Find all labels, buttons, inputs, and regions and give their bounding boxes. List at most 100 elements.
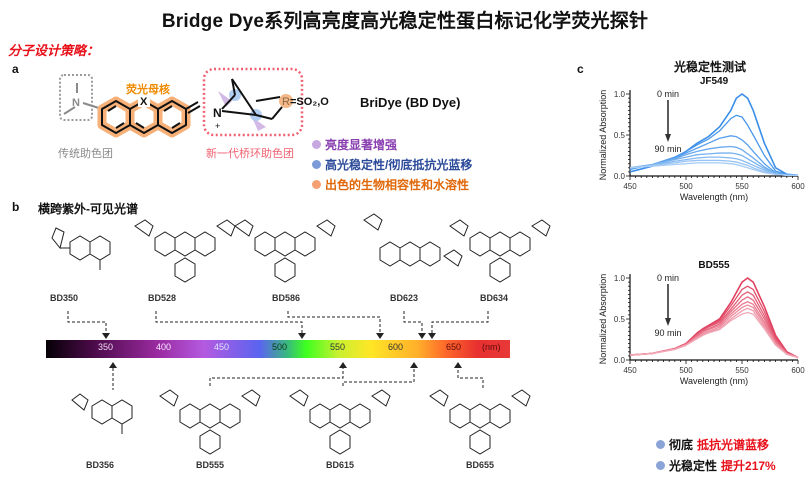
series-line — [629, 277, 799, 359]
connector-bd623 — [403, 311, 423, 333]
x-tick-label: 500 — [679, 366, 693, 375]
arrow-head-icon — [665, 134, 671, 142]
nitrogen-traditional: N — [72, 97, 80, 109]
bottom-connectors — [109, 362, 484, 390]
feature-text: 亮度显著增强 — [325, 138, 398, 152]
x-tick-label: 550 — [735, 366, 749, 375]
connector-bd528 — [155, 311, 303, 333]
x-tick-label: 450 — [623, 182, 637, 191]
series-line — [629, 162, 798, 176]
spectrum-tick-500: 500 — [272, 342, 288, 352]
structure-bd586 — [234, 219, 336, 283]
r-highlight — [279, 94, 293, 108]
bullet-dot-icon — [312, 140, 321, 149]
series-line — [629, 311, 799, 359]
dye-label-bd356: BD356 — [85, 460, 114, 470]
new-auxochrome-box — [202, 67, 304, 137]
arrow-head-icon — [339, 362, 347, 368]
structure-bd356 — [71, 393, 133, 434]
x-axis-label: Wavelength (nm) — [680, 192, 748, 202]
core-structure-diagram: N X 荧光母核 传统助色团 N + R =SO₂,O 新一代桥环助色团 — [58, 67, 329, 160]
structure-bd615 — [289, 389, 391, 455]
panel-b-label: b — [12, 200, 20, 214]
connector-bd350 — [67, 311, 107, 333]
connector-bd634 — [431, 311, 489, 333]
arrow-head-icon — [109, 362, 117, 368]
spectrum-tick-650: 650 — [446, 342, 462, 352]
annotation-start: 0 min — [657, 89, 679, 99]
arrow-head-icon — [376, 333, 384, 339]
new-auxochrome-label: 新一代桥环助色团 — [206, 146, 294, 160]
structure-bd555 — [159, 389, 261, 455]
x-tick-label: 550 — [735, 182, 749, 191]
x-tick-label: 450 — [623, 366, 637, 375]
feature-text: 高光稳定性/彻底抵抗光蓝移 — [325, 158, 473, 172]
bullet-dot-icon — [656, 461, 665, 470]
panel-a-label: a — [12, 62, 19, 76]
y-tick-label: 0.0 — [614, 172, 626, 181]
dye-label-bd655: BD655 — [465, 460, 494, 470]
dye-label-bd555: BD555 — [195, 460, 224, 470]
chart-title: JF549 — [700, 76, 729, 87]
top-dye-structures — [51, 213, 551, 283]
spectrum-tick-350: 350 — [98, 342, 114, 352]
annotation-end: 90 min — [654, 328, 681, 338]
bullet-dot-icon — [312, 180, 321, 189]
y-tick-label: 1.0 — [614, 274, 626, 283]
dimethylamine-group — [63, 83, 103, 115]
series-line — [629, 301, 799, 359]
bottom-dye-structures — [71, 389, 531, 455]
dye-name: BriDye (BD Dye) — [360, 95, 461, 110]
structure-bd623 — [363, 213, 463, 267]
core-atom-bg — [138, 95, 150, 107]
chart-title: BD555 — [698, 260, 730, 271]
spectrum-bar: 350 400 450 500 550 600 650 (nm) — [46, 340, 510, 358]
feature-list: 亮度显著增强 高光稳定性/彻底抵抗光蓝移 出色的生物相容性和水溶性 — [312, 136, 472, 193]
arrow-head-icon — [418, 333, 426, 339]
top-connectors — [67, 311, 489, 339]
series-line — [629, 291, 799, 359]
nitrogen-bridged: N — [213, 106, 222, 120]
y-tick-label: 0.0 — [614, 356, 626, 365]
spectrum-tick-600: 600 — [388, 342, 404, 352]
feature-biocompatibility: 出色的生物相容性和水溶性 — [312, 176, 472, 193]
conclusion-list: 彻底抵抗光谱蓝移 光稳定性提升217% — [656, 436, 776, 474]
panel-c-label: c — [577, 62, 584, 76]
connector-bd615 — [342, 368, 415, 386]
arrow-head-icon — [665, 318, 671, 326]
structure-bd634 — [449, 219, 551, 283]
arrow-head-icon — [102, 333, 110, 339]
arrow-head-icon — [428, 333, 436, 339]
x-tick-label: 600 — [791, 366, 805, 375]
arrow-head-icon — [410, 362, 418, 368]
series-line — [629, 152, 798, 176]
strategy-heading: 分子设计策略： — [8, 43, 100, 58]
figure-title: Bridge Dye系列高亮度高光稳定性蛋白标记化学荧光探针 — [161, 11, 649, 32]
connector-bd655 — [457, 368, 484, 388]
structure-bd655 — [429, 389, 531, 455]
traditional-auxochrome-box — [59, 74, 93, 121]
annotation-start: 0 min — [657, 273, 679, 283]
series-line — [629, 135, 798, 176]
bullet-dot-icon — [312, 160, 321, 169]
panel-c-title: 光稳定性测试 — [673, 60, 746, 74]
annotation-end: 90 min — [654, 144, 681, 154]
conclusion-item: 彻底抵抗光谱蓝移 — [656, 436, 776, 453]
spectrum-tick-400: 400 — [156, 342, 172, 352]
r-definition: =SO₂,O — [290, 96, 329, 108]
x-tick-label: 500 — [679, 182, 693, 191]
conclusion-item: 光稳定性提升217% — [656, 457, 776, 474]
r-group: R — [282, 96, 290, 108]
x-tick-label: 600 — [791, 182, 805, 191]
arrow-head-icon — [298, 333, 306, 339]
conclusion-prefix: 光稳定性 — [669, 459, 718, 473]
spectrum-tick-450: 450 — [214, 342, 230, 352]
dye-label-bd528: BD528 — [147, 293, 176, 303]
series-line — [629, 145, 798, 176]
feature-brightness: 亮度显著增强 — [312, 136, 472, 153]
traditional-auxochrome-label: 传统助色团 — [58, 146, 113, 160]
dye-label-bd615: BD615 — [325, 460, 354, 470]
structure-bd528 — [134, 219, 236, 283]
